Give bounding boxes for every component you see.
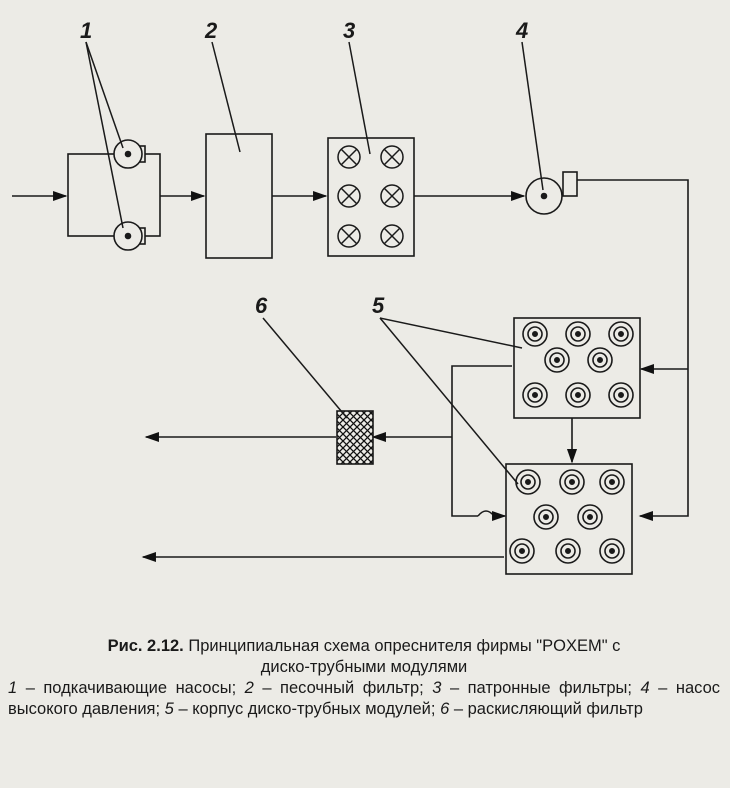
- legend-text: – корпус диско-трубных модулей;: [173, 700, 441, 718]
- legend-num: 1: [8, 679, 18, 697]
- pipe-crossover: [477, 510, 507, 522]
- pump-manifold: [67, 153, 161, 237]
- cartridge-icon: [337, 145, 361, 169]
- disc-tube-module-icon: [533, 504, 559, 530]
- legend-num: 2: [244, 679, 254, 697]
- legend-text: – подкачивающие насосы;: [17, 679, 245, 697]
- legend-text: – патронные фильтры;: [441, 679, 641, 697]
- legend-text: – песочный фильтр;: [253, 679, 433, 697]
- legend-num: 5: [164, 700, 174, 718]
- figure-caption: Рис. 2.12. Принципиальная схема опреснит…: [8, 636, 720, 720]
- leader-1a: [85, 41, 124, 149]
- leader-4: [521, 41, 544, 191]
- caption-title: Рис. 2.12. Принципиальная схема опреснит…: [8, 636, 720, 678]
- disc-tube-module-icon: [565, 321, 591, 347]
- disc-tube-module-icon: [522, 321, 548, 347]
- label-module-housing: 5: [372, 293, 385, 318]
- disc-tube-module-icon: [577, 504, 603, 530]
- disc-tube-module-icon: [565, 382, 591, 408]
- disc-tube-module-icon: [608, 321, 634, 347]
- leader-3: [348, 41, 371, 155]
- disc-tube-module-icon: [515, 469, 541, 495]
- caption-title-line2: диско-трубными модулями: [260, 658, 468, 676]
- disc-tube-module-icon: [599, 469, 625, 495]
- label-pumps: 1: [80, 18, 92, 43]
- cartridge-icon: [380, 184, 404, 208]
- caption-legend: 1 – подкачивающие насосы; 2 – песочный ф…: [8, 678, 720, 720]
- leader-5b: [379, 317, 519, 485]
- legend-num: 6: [440, 700, 450, 718]
- caption-title-line1: Принципиальная схема опреснителя фирмы "…: [188, 637, 621, 655]
- leader-1b: [85, 41, 124, 229]
- legend-text: – насос высокого давления;: [8, 679, 720, 718]
- booster-pump-top: [113, 139, 146, 169]
- label-hp-pump: 4: [515, 18, 528, 43]
- leader-5a: [379, 317, 523, 349]
- figure-number: Рис. 2.12.: [107, 637, 184, 655]
- disc-tube-module-icon: [587, 347, 613, 373]
- module-housing-a: [513, 317, 641, 419]
- hp-discharge-line: [577, 179, 689, 522]
- legend-num: 3: [432, 679, 442, 697]
- label-cartridge-filters: 3: [343, 18, 355, 43]
- cartridge-filter-block: [327, 137, 415, 257]
- disc-tube-module-icon: [555, 538, 581, 564]
- cartridge-icon: [337, 224, 361, 248]
- legend-text: – раскисляющий фильтр: [449, 700, 643, 718]
- disc-tube-module-icon: [599, 538, 625, 564]
- disc-tube-module-icon: [522, 382, 548, 408]
- disc-tube-module-icon: [559, 469, 585, 495]
- sand-filter: [205, 133, 273, 259]
- deacidifying-filter: [336, 410, 374, 465]
- label-sand-filter: 2: [204, 18, 218, 43]
- disc-tube-module-icon: [608, 382, 634, 408]
- booster-pump-bottom: [113, 221, 146, 251]
- permeate-collector: [451, 365, 512, 517]
- leader-2: [211, 41, 241, 153]
- cartridge-icon: [337, 184, 361, 208]
- legend-num: 4: [640, 679, 650, 697]
- module-housing-b: [505, 463, 633, 575]
- cartridge-icon: [380, 145, 404, 169]
- label-deacidifying-filter: 6: [255, 293, 268, 318]
- process-diagram: 1 2 3 4 5 6: [12, 18, 689, 575]
- cartridge-icon: [380, 224, 404, 248]
- disc-tube-module-icon: [544, 347, 570, 373]
- disc-tube-module-icon: [509, 538, 535, 564]
- leader-6: [262, 317, 348, 419]
- high-pressure-pump: [525, 171, 578, 215]
